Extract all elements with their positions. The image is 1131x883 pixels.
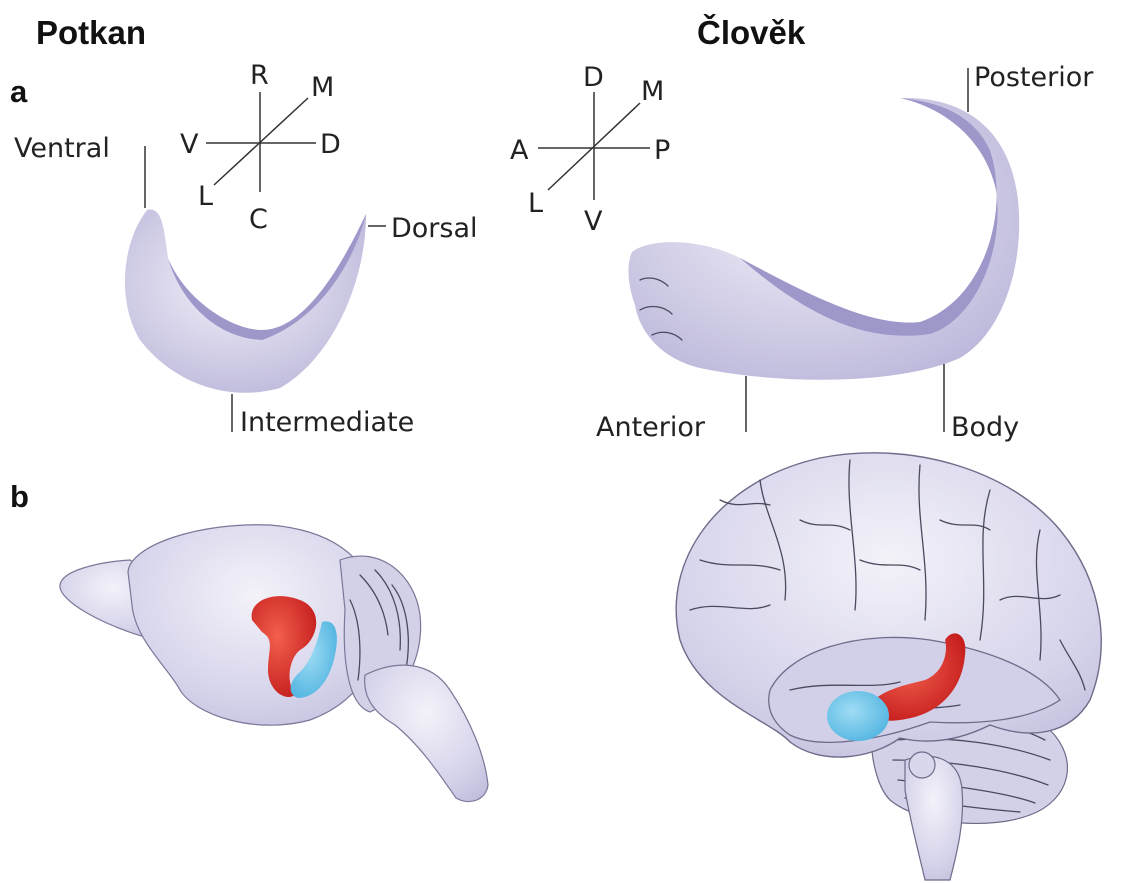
rat-axis-right: D xyxy=(320,129,341,160)
human-axis-diag-up: M xyxy=(641,76,664,107)
rat-axis-left: V xyxy=(180,129,199,160)
human-orientation-axes: D V A P M L xyxy=(510,62,670,237)
panel-b-label: b xyxy=(10,479,29,514)
human-label-body: Body xyxy=(951,412,1019,443)
human-axis-right: P xyxy=(654,135,670,166)
rat-orientation-axes: R C V D M L xyxy=(180,60,341,235)
human-axis-bottom: V xyxy=(584,206,603,237)
human-axis-left: A xyxy=(510,135,529,166)
rat-axis-diag-down: L xyxy=(198,181,213,212)
human-title: Člověk xyxy=(697,13,806,51)
rat-label-intermediate: Intermediate xyxy=(240,407,414,438)
rat-label-dorsal: Dorsal xyxy=(391,213,478,244)
human-axis-top: D xyxy=(583,62,604,93)
rat-brain xyxy=(60,525,488,802)
human-brain xyxy=(676,453,1101,880)
panel-a-label: a xyxy=(10,74,28,109)
human-label-posterior: Posterior xyxy=(974,62,1094,93)
human-axis-diag-down: L xyxy=(528,188,543,219)
rat-label-ventral: Ventral xyxy=(14,133,110,164)
human-hippocampus-shape xyxy=(628,98,1019,380)
human-label-anterior: Anterior xyxy=(596,412,706,443)
rat-hippocampus-shape xyxy=(125,210,366,393)
rat-axis-diag-up: M xyxy=(311,72,334,103)
rat-axis-bottom: C xyxy=(249,204,268,235)
rat-axis-top: R xyxy=(250,60,269,91)
rat-title: Potkan xyxy=(36,14,146,51)
